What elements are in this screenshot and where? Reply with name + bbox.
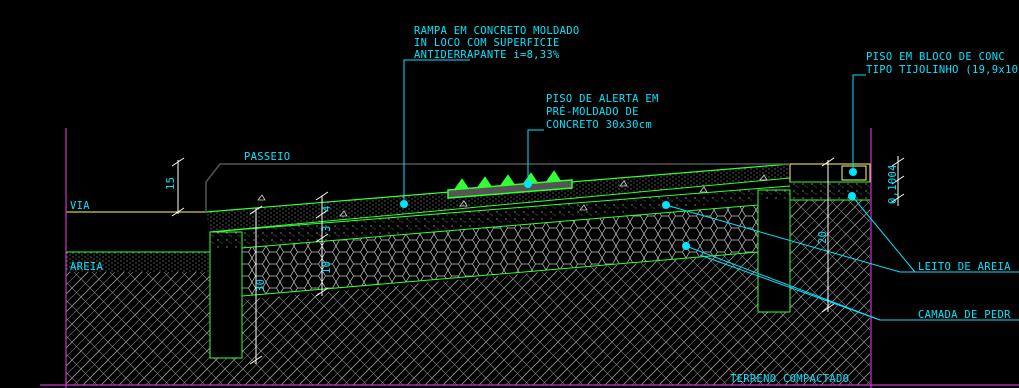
label-via: VIA (70, 200, 90, 212)
label-piso-alerta: PISO DE ALERTA EM PRÉ-MOLDADO DE CONCRET… (546, 93, 659, 131)
compacted-soil (66, 200, 870, 385)
dim-10: 10 (321, 261, 333, 274)
label-piso-alerta-line-3: CONCRETO 30x30cm (546, 119, 652, 131)
label-rampa-line-1: RAMPA EM CONCRETO MOLDADO (414, 25, 580, 37)
label-camada-de-pedra: CAMADA DE PEDR (918, 309, 1011, 321)
gravel-layer (241, 204, 759, 297)
dimension-lines (171, 156, 905, 365)
label-areia: AREIA (70, 261, 103, 273)
leader-lines (403, 59, 1019, 321)
alert-tile (447, 170, 573, 199)
label-piso-alerta-line-2: PRÉ-MOLDADO DE (546, 105, 639, 118)
curb-right (757, 189, 791, 313)
dim-30: 30 (255, 279, 267, 292)
label-rampa-line-2: IN LOCO COM SUPERFICIE (414, 37, 560, 49)
sidewalk-outline (205, 163, 790, 212)
sand-bed (209, 185, 791, 248)
label-passeio: PASSEIO (244, 151, 290, 163)
road-surface (65, 211, 206, 252)
dim-20: 20 (817, 231, 829, 244)
sand-layer-road (66, 251, 210, 272)
dim-4: 4 (321, 205, 333, 212)
label-terreno-compactado: TERRENO COMPACTADO (730, 373, 849, 385)
dim-3: 3 (321, 225, 333, 232)
dim-right: 0,1004 (887, 164, 899, 204)
label-piso-bloco-line-2: TIPO TIJOLINHO (19,9x10x (866, 64, 1019, 76)
label-rampa: RAMPA EM CONCRETO MOLDADO IN LOCO COM SU… (414, 25, 580, 61)
aggregate-marks (257, 174, 768, 217)
label-leito-de-areia: LEITO DE AREIA (918, 261, 1011, 273)
paving-right (789, 163, 871, 201)
dim-15: 15 (165, 177, 177, 190)
leader-dots (400, 168, 857, 250)
label-piso-bloco-line-1: PISO EM BLOCO DE CONC (866, 51, 1005, 63)
curb-left (209, 231, 243, 359)
label-piso-bloco: PISO EM BLOCO DE CONC TIPO TIJOLINHO (19… (866, 51, 1019, 76)
label-rampa-line-3: ANTIDERRAPANTE i=8,33% (414, 49, 560, 61)
frame-lines (40, 128, 1019, 388)
label-piso-alerta-line-1: PISO DE ALERTA EM (546, 93, 659, 105)
